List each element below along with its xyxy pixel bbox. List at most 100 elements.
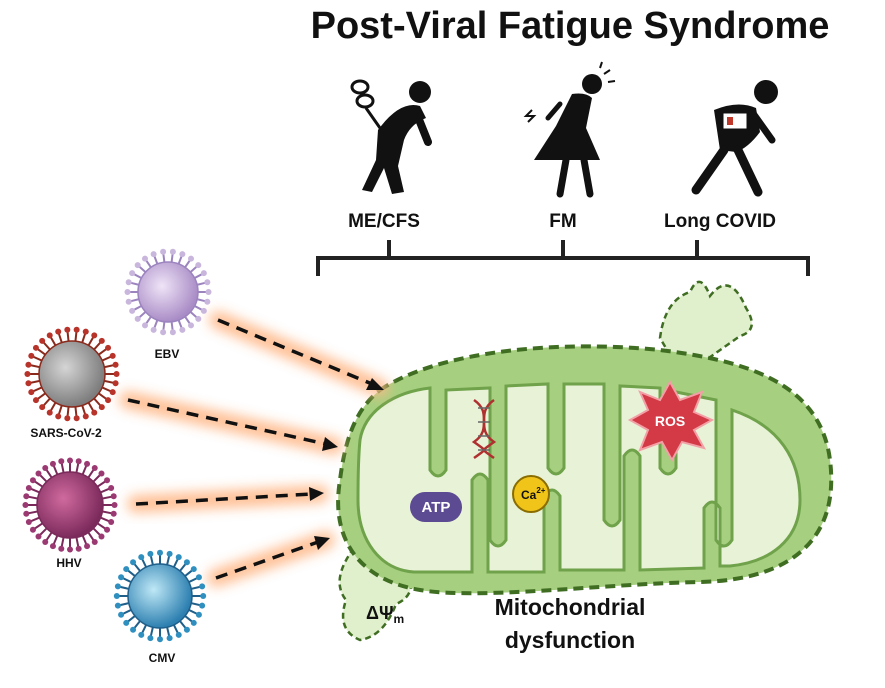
virus-spike-head <box>23 493 30 500</box>
virus-spike-head <box>195 574 202 581</box>
arrowhead-sars-cov-2 <box>322 437 338 451</box>
virus-spike-head <box>91 539 98 546</box>
dna-icon <box>471 398 497 460</box>
cmv-virus-icon <box>113 549 207 643</box>
virus-spike-head <box>67 546 73 553</box>
low-battery-figure-icon <box>691 80 778 197</box>
virus-label-sars-cov-2: SARS-CoV-2 <box>30 426 102 440</box>
virus-spike-head <box>75 545 82 552</box>
virus-spike-head <box>166 635 173 642</box>
ros-label: ROS <box>655 413 685 429</box>
virus-spike-head <box>130 626 137 633</box>
virus-spike-head <box>134 315 141 322</box>
arrowhead-cmv <box>314 536 330 550</box>
virus-spike-head <box>157 549 163 556</box>
virus-spike-head <box>195 611 202 618</box>
virus-spike-head <box>39 404 46 411</box>
mitochondrial-dysfunction-line2: dysfunction <box>505 627 635 653</box>
virus-spike-head <box>35 470 42 477</box>
virus-spike-head <box>118 611 125 618</box>
arrow-cmv <box>215 540 319 580</box>
virus-spike-head <box>160 329 167 336</box>
virus-spike-head <box>32 344 39 351</box>
virus-spike-head <box>105 344 112 351</box>
virus-spike-head <box>166 550 173 557</box>
virus-spike-head <box>73 415 80 422</box>
atp-badge: ATP <box>410 492 462 522</box>
virus-spike-head <box>112 361 119 368</box>
virus-spike-head <box>84 460 91 467</box>
virus-spike-head <box>160 248 167 255</box>
virus-spike-head <box>125 279 132 286</box>
arrow-sars-cov-2 <box>127 398 327 446</box>
bent-wound-up-figure-icon <box>350 79 432 194</box>
virus-spike-head <box>49 543 56 550</box>
virus-spike-head <box>179 251 186 258</box>
virus-spike-head <box>35 533 42 540</box>
virus-spike-head <box>130 559 137 566</box>
virus-spike-head <box>64 326 71 333</box>
virus-spike-head <box>98 404 105 411</box>
condition-label-fm: FM <box>549 211 576 232</box>
virus-spike-head <box>46 332 53 339</box>
arrow-ebv <box>217 318 373 386</box>
condition-bracket <box>316 240 810 276</box>
calcium-label: Ca2+ <box>521 486 546 502</box>
virus-spike-head <box>138 554 145 561</box>
virus-spike-head <box>25 380 32 387</box>
virus-spike-head <box>205 289 212 295</box>
calcium-superscript: 2+ <box>536 486 545 495</box>
virus-spike-head <box>98 470 105 477</box>
virus-spike-head <box>98 337 105 344</box>
virus-body <box>36 471 104 539</box>
virus-spike-head <box>75 458 82 465</box>
virus-spike-head <box>64 415 71 422</box>
virus-spike-head <box>91 464 98 471</box>
virus-spike-head <box>204 279 211 286</box>
virus-spike-head <box>123 619 130 626</box>
condition-label-long-covid: Long COVID <box>664 211 776 232</box>
virus-spike-head <box>204 298 211 305</box>
virus-spike-head <box>109 352 116 359</box>
virus-spike-head <box>24 371 31 377</box>
virus-spike-head <box>200 307 207 314</box>
virus-spike-head <box>98 533 105 540</box>
virus-spike-head <box>105 397 112 404</box>
virus-spike-head <box>150 326 157 333</box>
virus-spike-head <box>104 477 111 484</box>
virus-spike-head <box>134 262 141 269</box>
virus-spike-head <box>49 460 56 467</box>
virus-body <box>38 340 106 408</box>
hhv-virus-icon <box>22 457 118 553</box>
virus-spike-head <box>169 248 176 255</box>
arrow-hhv <box>135 492 313 506</box>
virus-spike-head <box>141 255 148 262</box>
inner-membrane-matrix <box>356 382 802 574</box>
virus-spike-head <box>183 559 190 566</box>
sars-cov-2-virus-icon <box>24 326 120 422</box>
virus-spike-head <box>195 315 202 322</box>
virus-spike-head <box>110 493 117 500</box>
virus-label-cmv: CMV <box>149 651 176 665</box>
psi-base: ΔΨ <box>366 603 394 623</box>
virus-spike-head <box>129 307 136 314</box>
virus-spike-head <box>147 550 154 557</box>
virus-spike-head <box>125 298 132 305</box>
virus-spike-head <box>175 554 182 561</box>
virus-label-ebv: EBV <box>155 347 180 361</box>
virus-spike-head <box>28 389 35 396</box>
virus-spike-head <box>23 510 30 517</box>
virus-spike-head <box>114 602 121 609</box>
virus-spike-head <box>113 593 120 599</box>
calcium-ion-badge: Ca2+ <box>512 475 550 513</box>
virus-spike-head <box>109 389 116 396</box>
page-title: Post-Viral Fatigue Syndrome <box>311 5 830 47</box>
virus-spike-head <box>112 380 119 387</box>
mitochondrial-dysfunction-line1: Mitochondrial <box>495 594 646 620</box>
virus-spike-head <box>114 583 121 590</box>
virus-spike-head <box>29 477 36 484</box>
pain-woman-figure-icon <box>523 61 616 198</box>
virus-spike-head <box>42 464 49 471</box>
